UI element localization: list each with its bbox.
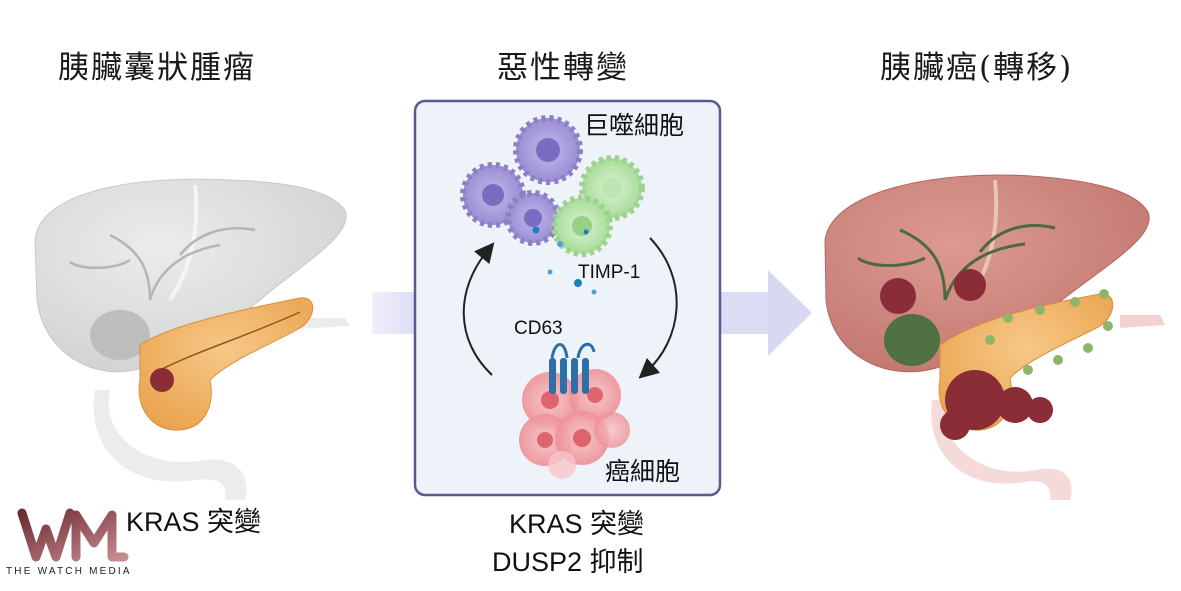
mutation-status: 突變 bbox=[590, 509, 645, 540]
cystic-tumor bbox=[150, 368, 174, 392]
liver-metastasis bbox=[954, 269, 986, 301]
stage-title-malignant-transformation: 惡性轉變 bbox=[497, 50, 629, 86]
malignant-transformation-panel bbox=[413, 99, 722, 497]
middle-suppression-caption: DUSP2 抑制 bbox=[492, 540, 644, 579]
lymph-nodes bbox=[985, 289, 1113, 375]
cd63-label: CD63 bbox=[514, 318, 563, 339]
transition-arrow-right bbox=[720, 270, 812, 356]
mutation-status: 突變 bbox=[207, 507, 262, 538]
macrophage-cluster bbox=[460, 115, 645, 257]
watch-media-logo bbox=[17, 508, 129, 562]
logo-text: THE WATCH MEDIA bbox=[6, 566, 132, 577]
cycle-arrow-down bbox=[638, 237, 678, 379]
gallbladder bbox=[90, 310, 150, 360]
right-organ-illustration bbox=[824, 174, 1165, 500]
transition-arrow-left bbox=[372, 292, 418, 334]
gene-name: DUSP2 bbox=[492, 547, 583, 577]
duodenum bbox=[931, 400, 1072, 500]
timp1-label: TIMP-1 bbox=[578, 262, 641, 283]
cd63-receptor bbox=[549, 342, 596, 394]
liver-metastasis bbox=[880, 278, 916, 314]
duodenum bbox=[93, 390, 247, 500]
left-organ-illustration bbox=[34, 178, 350, 500]
stage-title-cystic-tumor: 胰臟囊狀腫瘤 bbox=[58, 50, 256, 86]
cancer-cell-label: 癌細胞 bbox=[605, 457, 681, 486]
left-mutation-caption: KRAS 突變 bbox=[126, 500, 261, 539]
pancreas bbox=[138, 297, 314, 431]
gene-name: KRAS bbox=[126, 507, 200, 537]
macrophage-label: 巨噬細胞 bbox=[584, 111, 685, 140]
middle-mutation-caption: KRAS 突變 bbox=[509, 502, 644, 541]
gene-name: KRAS bbox=[509, 509, 583, 539]
cycle-arrow-up bbox=[462, 242, 495, 376]
suppression-status: 抑制 bbox=[589, 547, 644, 578]
primary-tumor bbox=[940, 370, 1053, 440]
stage-title-pancreatic-cancer: 胰臟癌(轉移) bbox=[880, 50, 1074, 86]
timp1-particles bbox=[532, 226, 597, 295]
gallbladder bbox=[884, 314, 940, 366]
